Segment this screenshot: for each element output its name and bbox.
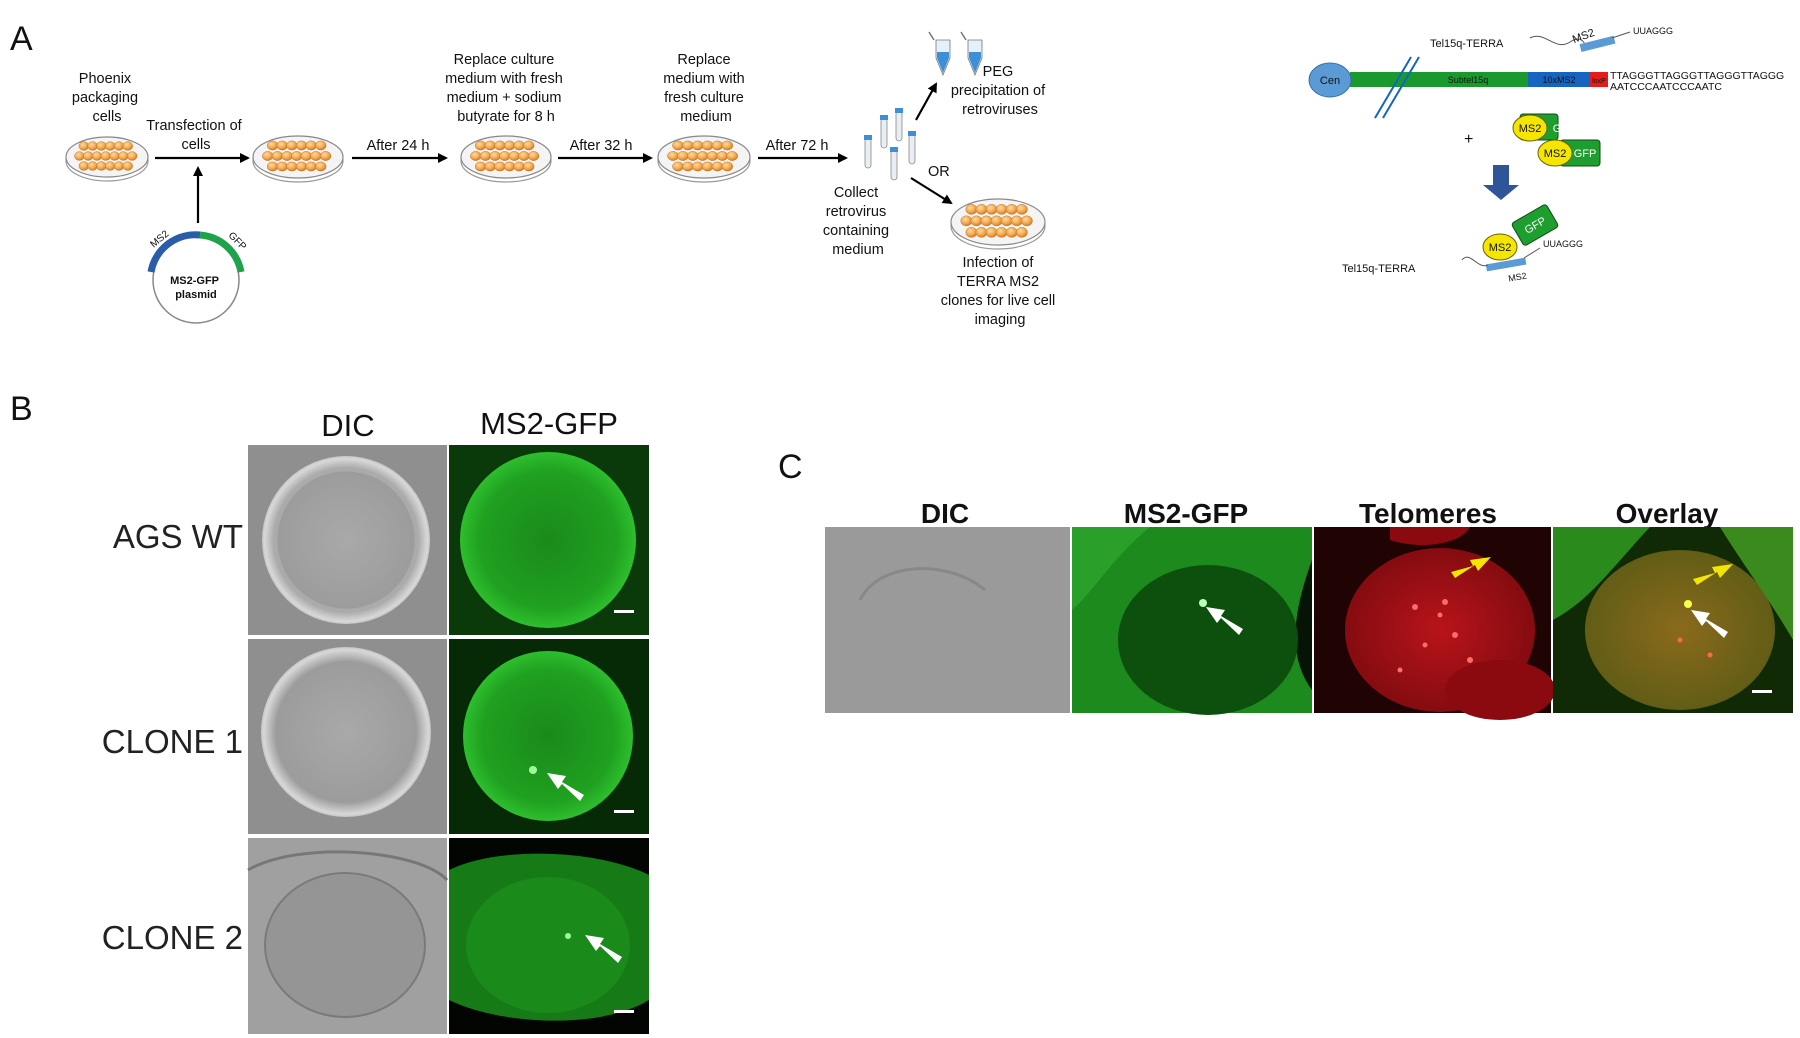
panel-letter-b: B bbox=[10, 390, 33, 428]
row-label-clone1: CLONE 1 bbox=[102, 723, 243, 760]
yellow-arrow-icon bbox=[1451, 557, 1491, 578]
panel-c: DIC MS2-GFP Telomeres Overlay bbox=[825, 498, 1793, 720]
panel-b: DIC MS2-GFP AGS WT CLONE 1 CLONE 2 bbox=[102, 406, 649, 1034]
panel-c-header-telomeres: Telomeres bbox=[1359, 498, 1497, 529]
after72-label: After 72 h bbox=[766, 138, 829, 154]
replace-fresh-label: Replace medium with fresh culture medium bbox=[663, 52, 748, 125]
rna-strand-bound bbox=[1461, 256, 1489, 267]
image-b-clone2-gfp bbox=[449, 838, 649, 1034]
dish-phoenix bbox=[65, 136, 149, 182]
white-arrow-icon bbox=[547, 773, 584, 801]
image-b-wt-gfp bbox=[449, 445, 649, 635]
replace-sodium-label: Replace culture medium with fresh medium… bbox=[445, 52, 567, 125]
image-b-clone1-gfp bbox=[449, 639, 649, 834]
after32-label: After 32 h bbox=[570, 138, 633, 154]
peg-label: PEG precipitation of retroviruses bbox=[951, 64, 1049, 118]
ms2-protein-label-2: MS2 bbox=[1544, 148, 1567, 160]
image-b-wt-dic bbox=[248, 445, 447, 635]
seq-top: TTAGGGTTAGGGTTAGGGTTAGGG bbox=[1610, 70, 1784, 82]
gfp-protein-label-1: GFP bbox=[1553, 123, 1576, 135]
construct-diagram: Tel15q-TERRA MS2 UUAGGG Cen Subtel15q 10… bbox=[1308, 26, 1784, 284]
cen-label: Cen bbox=[1320, 75, 1340, 87]
dish-fresh bbox=[657, 135, 751, 183]
arrow-peg bbox=[915, 82, 937, 121]
dish-sodium bbox=[460, 135, 552, 183]
dish-transfected bbox=[252, 135, 344, 183]
chromosome-bar bbox=[1350, 72, 1528, 87]
ms2-blob-2 bbox=[1537, 139, 1573, 167]
row-label-clone2: CLONE 2 bbox=[102, 919, 243, 956]
plasmid-name: MS2-GFP plasmid bbox=[170, 275, 222, 301]
ms2-protein-label-bound: MS2 bbox=[1489, 242, 1512, 254]
image-c-dic bbox=[825, 527, 1070, 713]
ms2-bottom-label: MS2 bbox=[1507, 271, 1527, 284]
after24-label: After 24 h bbox=[367, 138, 430, 154]
yellow-arrow-icon bbox=[1693, 564, 1733, 585]
workflow: Phoenix packaging cells Transfection of … bbox=[65, 31, 1059, 328]
image-b-clone1-dic bbox=[248, 639, 447, 834]
phoenix-label: Phoenix packaging cells bbox=[72, 71, 142, 125]
ms2x10-label: 10xMS2 bbox=[1542, 75, 1575, 85]
ms2-blob-bound bbox=[1482, 233, 1518, 261]
centromere bbox=[1308, 62, 1352, 98]
panel-letter-c: C bbox=[778, 448, 803, 486]
panel-b-header-dic: DIC bbox=[321, 408, 374, 443]
tel-terra-top-label: Tel15q-TERRA bbox=[1430, 38, 1504, 50]
plasmid: MS2 GFP MS2-GFP plasmid bbox=[147, 228, 248, 324]
dish-infection bbox=[950, 198, 1046, 250]
white-arrow-icon bbox=[585, 935, 622, 963]
ms2-protein-label-1: MS2 bbox=[1519, 123, 1542, 135]
image-c-overlay bbox=[1553, 527, 1793, 713]
loxp-bar bbox=[1590, 72, 1608, 87]
arrow-infection bbox=[910, 177, 953, 205]
white-arrow-icon bbox=[1206, 607, 1243, 635]
uuaggg-bottom-label: UUAGGG bbox=[1543, 239, 1583, 249]
image-b-clone2-dic bbox=[247, 838, 449, 1034]
ms2-tag-top bbox=[1579, 35, 1616, 52]
subtel-label: Subtel15q bbox=[1448, 75, 1489, 85]
ms2-region-bar bbox=[1528, 72, 1590, 87]
or-label: OR bbox=[928, 164, 950, 180]
gfp-protein-label-2: GFP bbox=[1574, 148, 1597, 160]
uuaggg-top-label: UUAGGG bbox=[1633, 26, 1673, 36]
plus-sign: + bbox=[1464, 131, 1473, 148]
eppendorf-tubes-icon bbox=[928, 31, 983, 77]
image-c-telomeres bbox=[1314, 527, 1555, 720]
panel-letter-a: A bbox=[10, 20, 33, 58]
seq-bottom: AATCCCAATCCCAATC bbox=[1610, 81, 1722, 93]
collect-label: Collect retrovirus containing medium bbox=[823, 185, 893, 258]
loxp-label: loxP bbox=[1592, 78, 1606, 85]
gfp-box-bound bbox=[1511, 204, 1559, 246]
row-label-ags-wt: AGS WT bbox=[113, 518, 243, 555]
panel-c-header-ms2gfp: MS2-GFP bbox=[1124, 498, 1248, 529]
infection-label: Infection of TERRA MS2 clones for live c… bbox=[941, 255, 1059, 328]
image-c-ms2gfp bbox=[1072, 527, 1312, 715]
ms2-blob-1 bbox=[1512, 114, 1548, 142]
white-arrow-icon bbox=[1691, 610, 1728, 638]
ms2-tag-bound bbox=[1485, 257, 1527, 272]
tel-terra-bottom-label: Tel15q-TERRA bbox=[1342, 263, 1416, 275]
panel-c-header-overlay: Overlay bbox=[1616, 498, 1719, 529]
down-arrow-icon bbox=[1483, 165, 1519, 200]
panel-b-header-ms2gfp: MS2-GFP bbox=[480, 406, 618, 441]
panel-c-header-dic: DIC bbox=[921, 498, 969, 529]
tube-cluster-icon bbox=[864, 108, 916, 181]
transfection-label: Transfection of cells bbox=[146, 118, 245, 153]
